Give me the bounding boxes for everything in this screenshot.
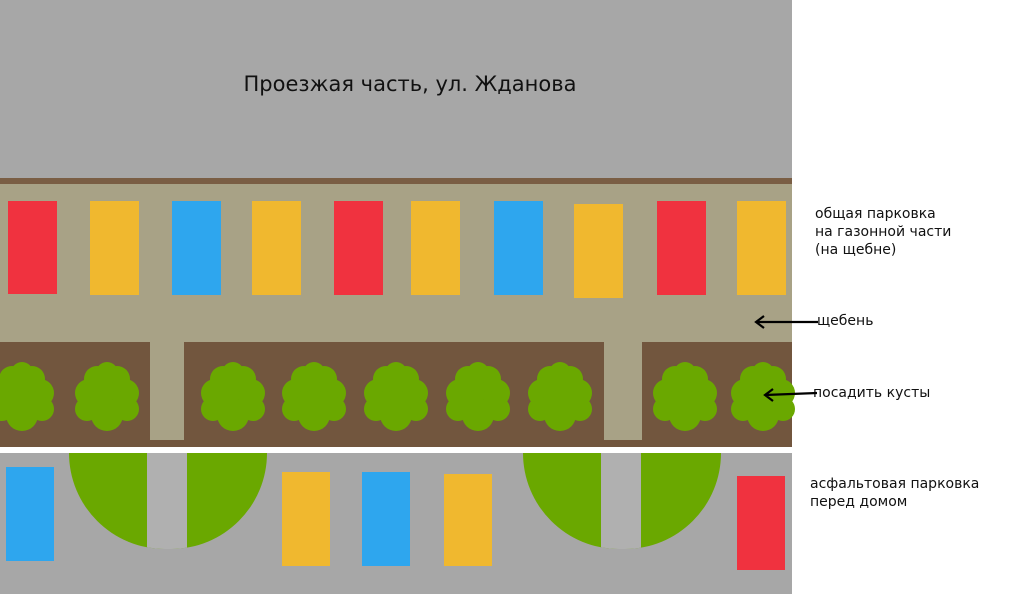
parked-car (252, 201, 301, 295)
label-bushes: посадить кусты (813, 385, 931, 401)
parked-car (444, 474, 492, 566)
bush-icon (201, 362, 265, 431)
arrow-left-icon (763, 388, 818, 402)
label-gravel: щебень (817, 313, 874, 329)
gravel-path (604, 340, 642, 440)
roadway-title: Проезжая часть, ул. Жданова (243, 72, 577, 96)
parked-car (90, 201, 139, 295)
parked-car (172, 201, 221, 295)
parked-car (737, 201, 786, 295)
parked-car (282, 472, 330, 566)
parked-car (362, 472, 410, 566)
gravel-path (150, 340, 184, 440)
label-asphalt-parking: асфальтовая парковка перед домом (810, 476, 980, 510)
divider (0, 447, 792, 453)
bush-icon (653, 362, 717, 431)
parked-car (737, 476, 785, 570)
curb (0, 178, 792, 184)
bush-icon (0, 362, 54, 431)
arrow-left-icon (754, 315, 818, 329)
label-gravel-parking: общая парковка на газонной части (на щеб… (815, 206, 952, 258)
parked-car (494, 201, 543, 295)
bush-icon (282, 362, 346, 431)
footpath (147, 453, 187, 549)
parked-car (574, 204, 623, 298)
parked-car (6, 467, 54, 561)
parked-car (8, 201, 57, 294)
bush-icon (446, 362, 510, 431)
parked-car (657, 201, 706, 295)
footpath (601, 453, 641, 549)
bush-icon (75, 362, 139, 431)
bush-icon (364, 362, 428, 431)
roadway (0, 0, 792, 180)
parked-car (334, 201, 383, 295)
bush-icon (528, 362, 592, 431)
bush-icon (731, 362, 795, 431)
parked-car (411, 201, 460, 295)
